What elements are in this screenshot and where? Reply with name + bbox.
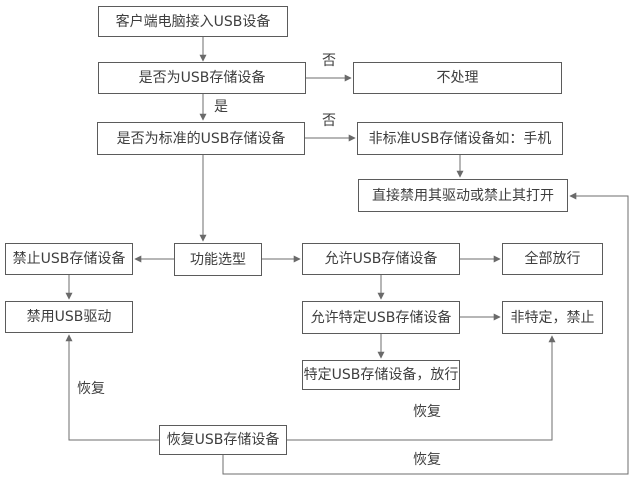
edge-label-restore-bottom: 恢复: [413, 452, 441, 468]
edge-label-yes-1: 是: [214, 99, 228, 115]
node-non-specific-prohibit: 非特定，禁止: [502, 301, 603, 334]
node-client-connect: 客户端电脑接入USB设备: [98, 6, 288, 37]
node-specific-usb-allow: 特定USB存储设备，放行: [302, 360, 460, 390]
edge-restore-to-nonspec: [287, 335, 556, 441]
edge-label-restore-left: 恢复: [77, 381, 105, 397]
edge-label-no-1: 否: [322, 53, 336, 69]
node-non-standard-usb: 非标准USB存储设备如：手机: [357, 122, 563, 155]
node-is-usb-storage: 是否为USB存储设备: [98, 62, 306, 94]
edge-label-restore-mid: 恢复: [413, 404, 441, 420]
node-function-select: 功能选型: [174, 243, 262, 276]
node-prohibit-usb-storage: 禁止USB存储设备: [5, 243, 133, 275]
node-disable-drive-or-open: 直接禁用其驱动或禁止其打开: [358, 179, 568, 212]
edge-restore-to-disable: [222, 192, 629, 475]
node-allow-usb-storage: 允许USB存储设备: [302, 243, 460, 275]
node-restore-usb-storage: 恢复USB存储设备: [159, 425, 287, 455]
node-is-standard-usb: 是否为标准的USB存储设备: [97, 122, 305, 155]
node-allow-specific-usb: 允许特定USB存储设备: [302, 301, 460, 334]
node-allow-all: 全部放行: [502, 243, 603, 275]
node-disable-usb-driver: 禁用USB驱动: [5, 301, 133, 333]
node-no-action: 不处理: [353, 62, 562, 94]
edge-label-no-2: 否: [322, 113, 336, 129]
edge-restore-to-disabledrv: [65, 334, 159, 441]
